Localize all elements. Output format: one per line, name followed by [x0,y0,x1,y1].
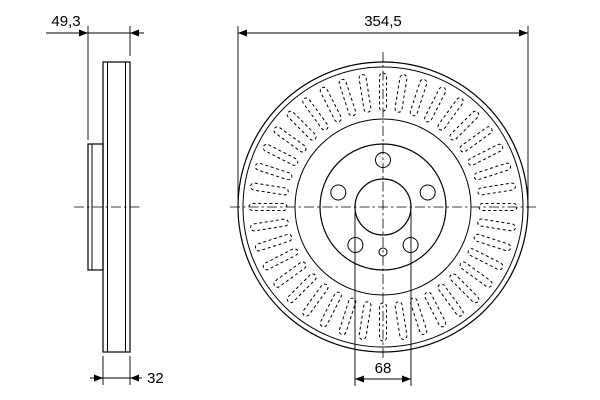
dim-center-bore-label: 68 [375,360,392,377]
arrowhead [79,29,88,37]
vent-slot [459,261,493,288]
vent-slot [459,126,493,153]
vent-slot [379,302,387,342]
vent-slot [302,97,329,131]
vent-slot [302,283,329,317]
vent-slot [254,233,293,252]
vent-slot [262,248,299,271]
vent-slot [473,162,512,181]
vent-slot [250,218,289,232]
vent-slot [394,74,408,113]
arrowhead [130,29,139,37]
dim-total-thickness-label: 49,3 [51,13,80,30]
vent-slot [250,182,289,196]
arrowhead [130,374,139,382]
vent-slot [273,261,307,288]
front-view [230,52,536,360]
vent-slot [477,182,516,196]
bolt-hole [419,184,436,201]
dim-total-thickness: 49,3 [46,13,144,140]
vent-slot [254,162,293,181]
vent-slot [449,273,480,304]
dim-disc-thickness-label: 32 [147,370,164,387]
dim-outer-diameter: 354,5 [237,13,529,200]
vent-slot [467,143,504,166]
section-view [74,61,142,353]
vent-slot [319,86,342,123]
vent-slots [248,72,518,342]
vent-slot [437,97,464,131]
dimensions: 49,3 354,5 32 68 [46,13,529,387]
arrowhead [519,29,528,37]
arrowhead [238,29,247,37]
arrowhead [355,375,364,383]
arrowhead [402,375,411,383]
dim-outer-diameter-label: 354,5 [364,13,402,30]
vent-slot [358,301,372,340]
vent-slot [286,110,317,141]
arrowhead [94,374,103,382]
vent-slot [273,126,307,153]
vent-slot [449,110,480,141]
vent-slot [477,218,516,232]
vent-slot [262,143,299,166]
vent-slot [394,301,408,340]
vent-slot [409,297,428,336]
dim-disc-thickness: 32 [90,356,164,387]
vent-slot [424,86,447,123]
vent-slot [424,291,447,328]
vent-slot [319,291,342,328]
bolt-hole [330,184,347,201]
vent-slot [473,233,512,252]
vent-slot [358,74,372,113]
vent-slot [286,273,317,304]
vent-slot [338,78,357,117]
dim-center-bore: 68 [354,212,412,386]
vent-slot [467,248,504,271]
vent-slot [338,297,357,336]
vent-slot [437,283,464,317]
vent-slot [409,78,428,117]
